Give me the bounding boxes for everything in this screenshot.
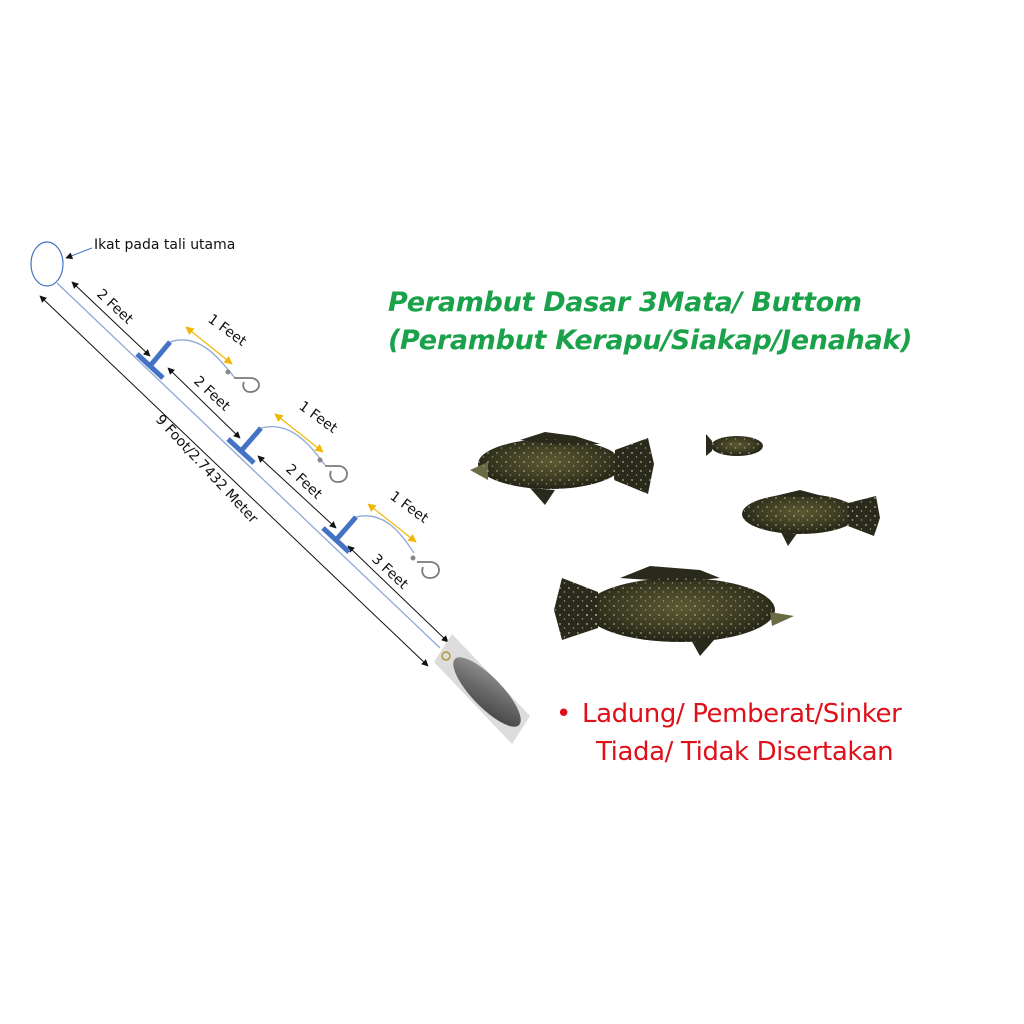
hook-icon [225, 369, 260, 393]
branch-label-2: 1 Feet [296, 398, 341, 437]
sinker-note: • Ladung/ Pemberat/Sinker Tiada/ Tidak Di… [556, 695, 902, 771]
connector-1 [135, 340, 172, 380]
loop-label: Ikat pada tali utama [94, 237, 236, 253]
title-line-2: (Perambut Kerapu/Siakap/Jenahak) [388, 325, 913, 356]
fish-image-3 [742, 490, 880, 546]
title-line-1: Perambut Dasar 3Mata/ Buttom [388, 287, 862, 318]
loop-pointer-arrow [65, 247, 93, 260]
segment-label-3: 2 Feet [282, 461, 325, 503]
branch-label-1: 1 Feet [205, 311, 250, 350]
main-line [56, 282, 441, 649]
segment-arrows [71, 281, 449, 643]
connector-3 [321, 515, 358, 554]
fish-image-4 [554, 566, 794, 656]
page-title: Perambut Dasar 3Mata/ Buttom (Perambut K… [388, 284, 912, 360]
branch-length-arrows [185, 326, 417, 543]
hook-icon [317, 457, 348, 483]
branch-label-3: 1 Feet [387, 488, 432, 527]
bullet-icon: • [556, 699, 571, 729]
hook-icon [410, 555, 440, 579]
total-length-arrow [39, 295, 429, 667]
note-line-2: Tiada/ Tidak Disertakan [596, 737, 894, 767]
loop-icon [30, 241, 64, 287]
total-length-label: 9 Foot/2.7432 Meter [152, 412, 261, 527]
fish-image-2 [706, 434, 763, 456]
connector-2 [226, 426, 263, 465]
sinker-image [434, 634, 530, 744]
fish-image-1 [470, 432, 654, 505]
segment-label-1: 2 Feet [93, 286, 136, 328]
note-line-1: Ladung/ Pemberat/Sinker [582, 699, 902, 729]
branch-line-3 [355, 515, 415, 554]
segment-label-2: 2 Feet [190, 373, 233, 415]
